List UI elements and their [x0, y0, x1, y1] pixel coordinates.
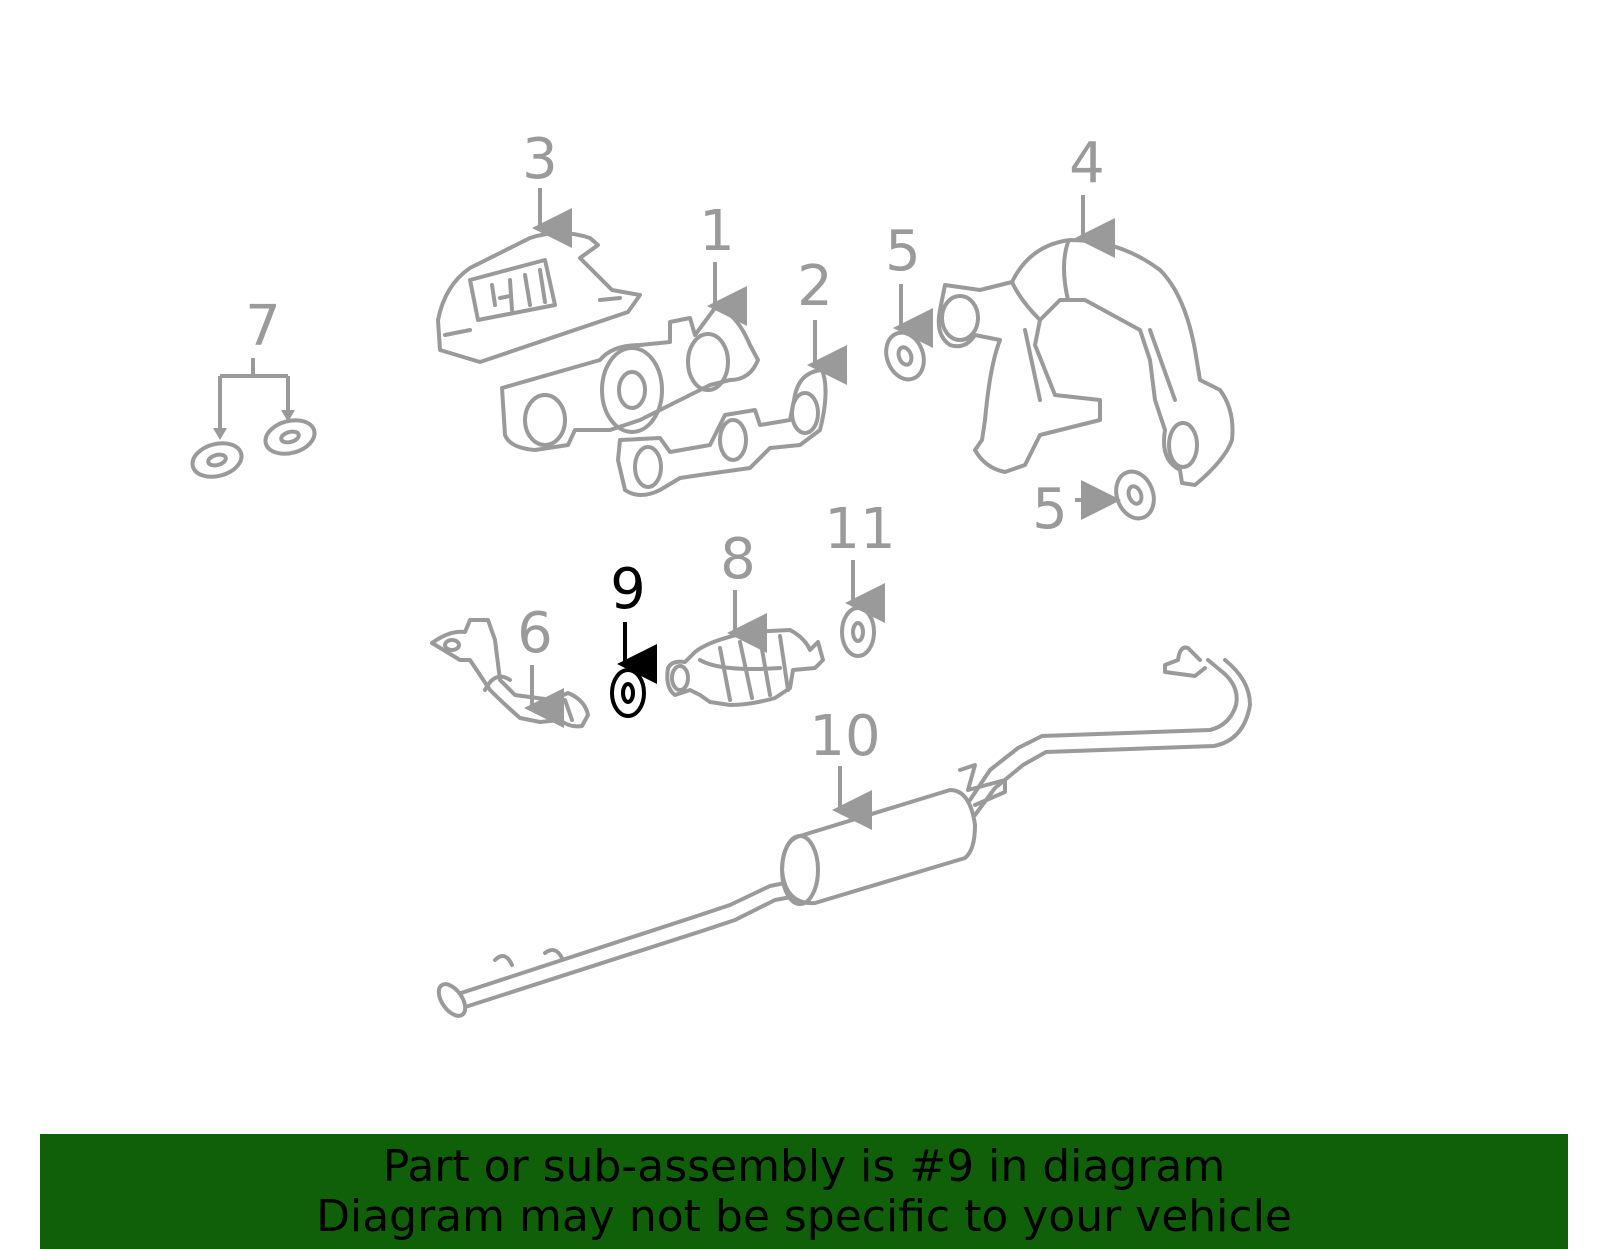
part-8-catalytic-converter: [665, 628, 825, 707]
callout-5-upper: 5: [885, 219, 921, 284]
part-5-gasket-lower: [1114, 469, 1156, 521]
callout-10: 10: [809, 704, 880, 769]
part-5-gasket-upper: [884, 330, 926, 382]
part-10-muffler-assembly: [436, 645, 1252, 1018]
callout-9: 9: [610, 557, 646, 622]
arrowhead-7a: [213, 428, 227, 440]
part-11-gasket: [840, 606, 876, 658]
callout-4: 4: [1069, 131, 1105, 196]
callout-8: 8: [720, 527, 756, 592]
part-6-pipe: [430, 618, 590, 729]
part-3-heat-shield: [436, 231, 642, 364]
info-banner: Part or sub-assembly is #9 in diagram Di…: [40, 1134, 1568, 1249]
callout-1: 1: [699, 199, 735, 264]
callout-3: 3: [522, 127, 558, 192]
arrowhead-7b: [281, 410, 295, 422]
callout-11: 11: [824, 497, 895, 562]
part-7-gaskets: [190, 418, 317, 479]
callout-5-lower: 5: [1032, 477, 1068, 542]
callout-2: 2: [797, 254, 833, 319]
part-4-front-pipe: [936, 238, 1235, 487]
arrow-7: [218, 358, 290, 432]
exhaust-parts-diagram: 3 1 2 7 5 5: [190, 127, 1252, 1018]
part-9-gasket-highlighted: [610, 668, 646, 718]
banner-line-1: Part or sub-assembly is #9 in diagram: [382, 1140, 1226, 1192]
callout-6: 6: [517, 601, 553, 666]
banner-line-2: Diagram may not be specific to your vehi…: [316, 1190, 1292, 1242]
callout-7: 7: [245, 294, 281, 359]
part-1-exhaust-manifold: [500, 306, 760, 452]
part-2-manifold-gasket: [616, 368, 828, 497]
